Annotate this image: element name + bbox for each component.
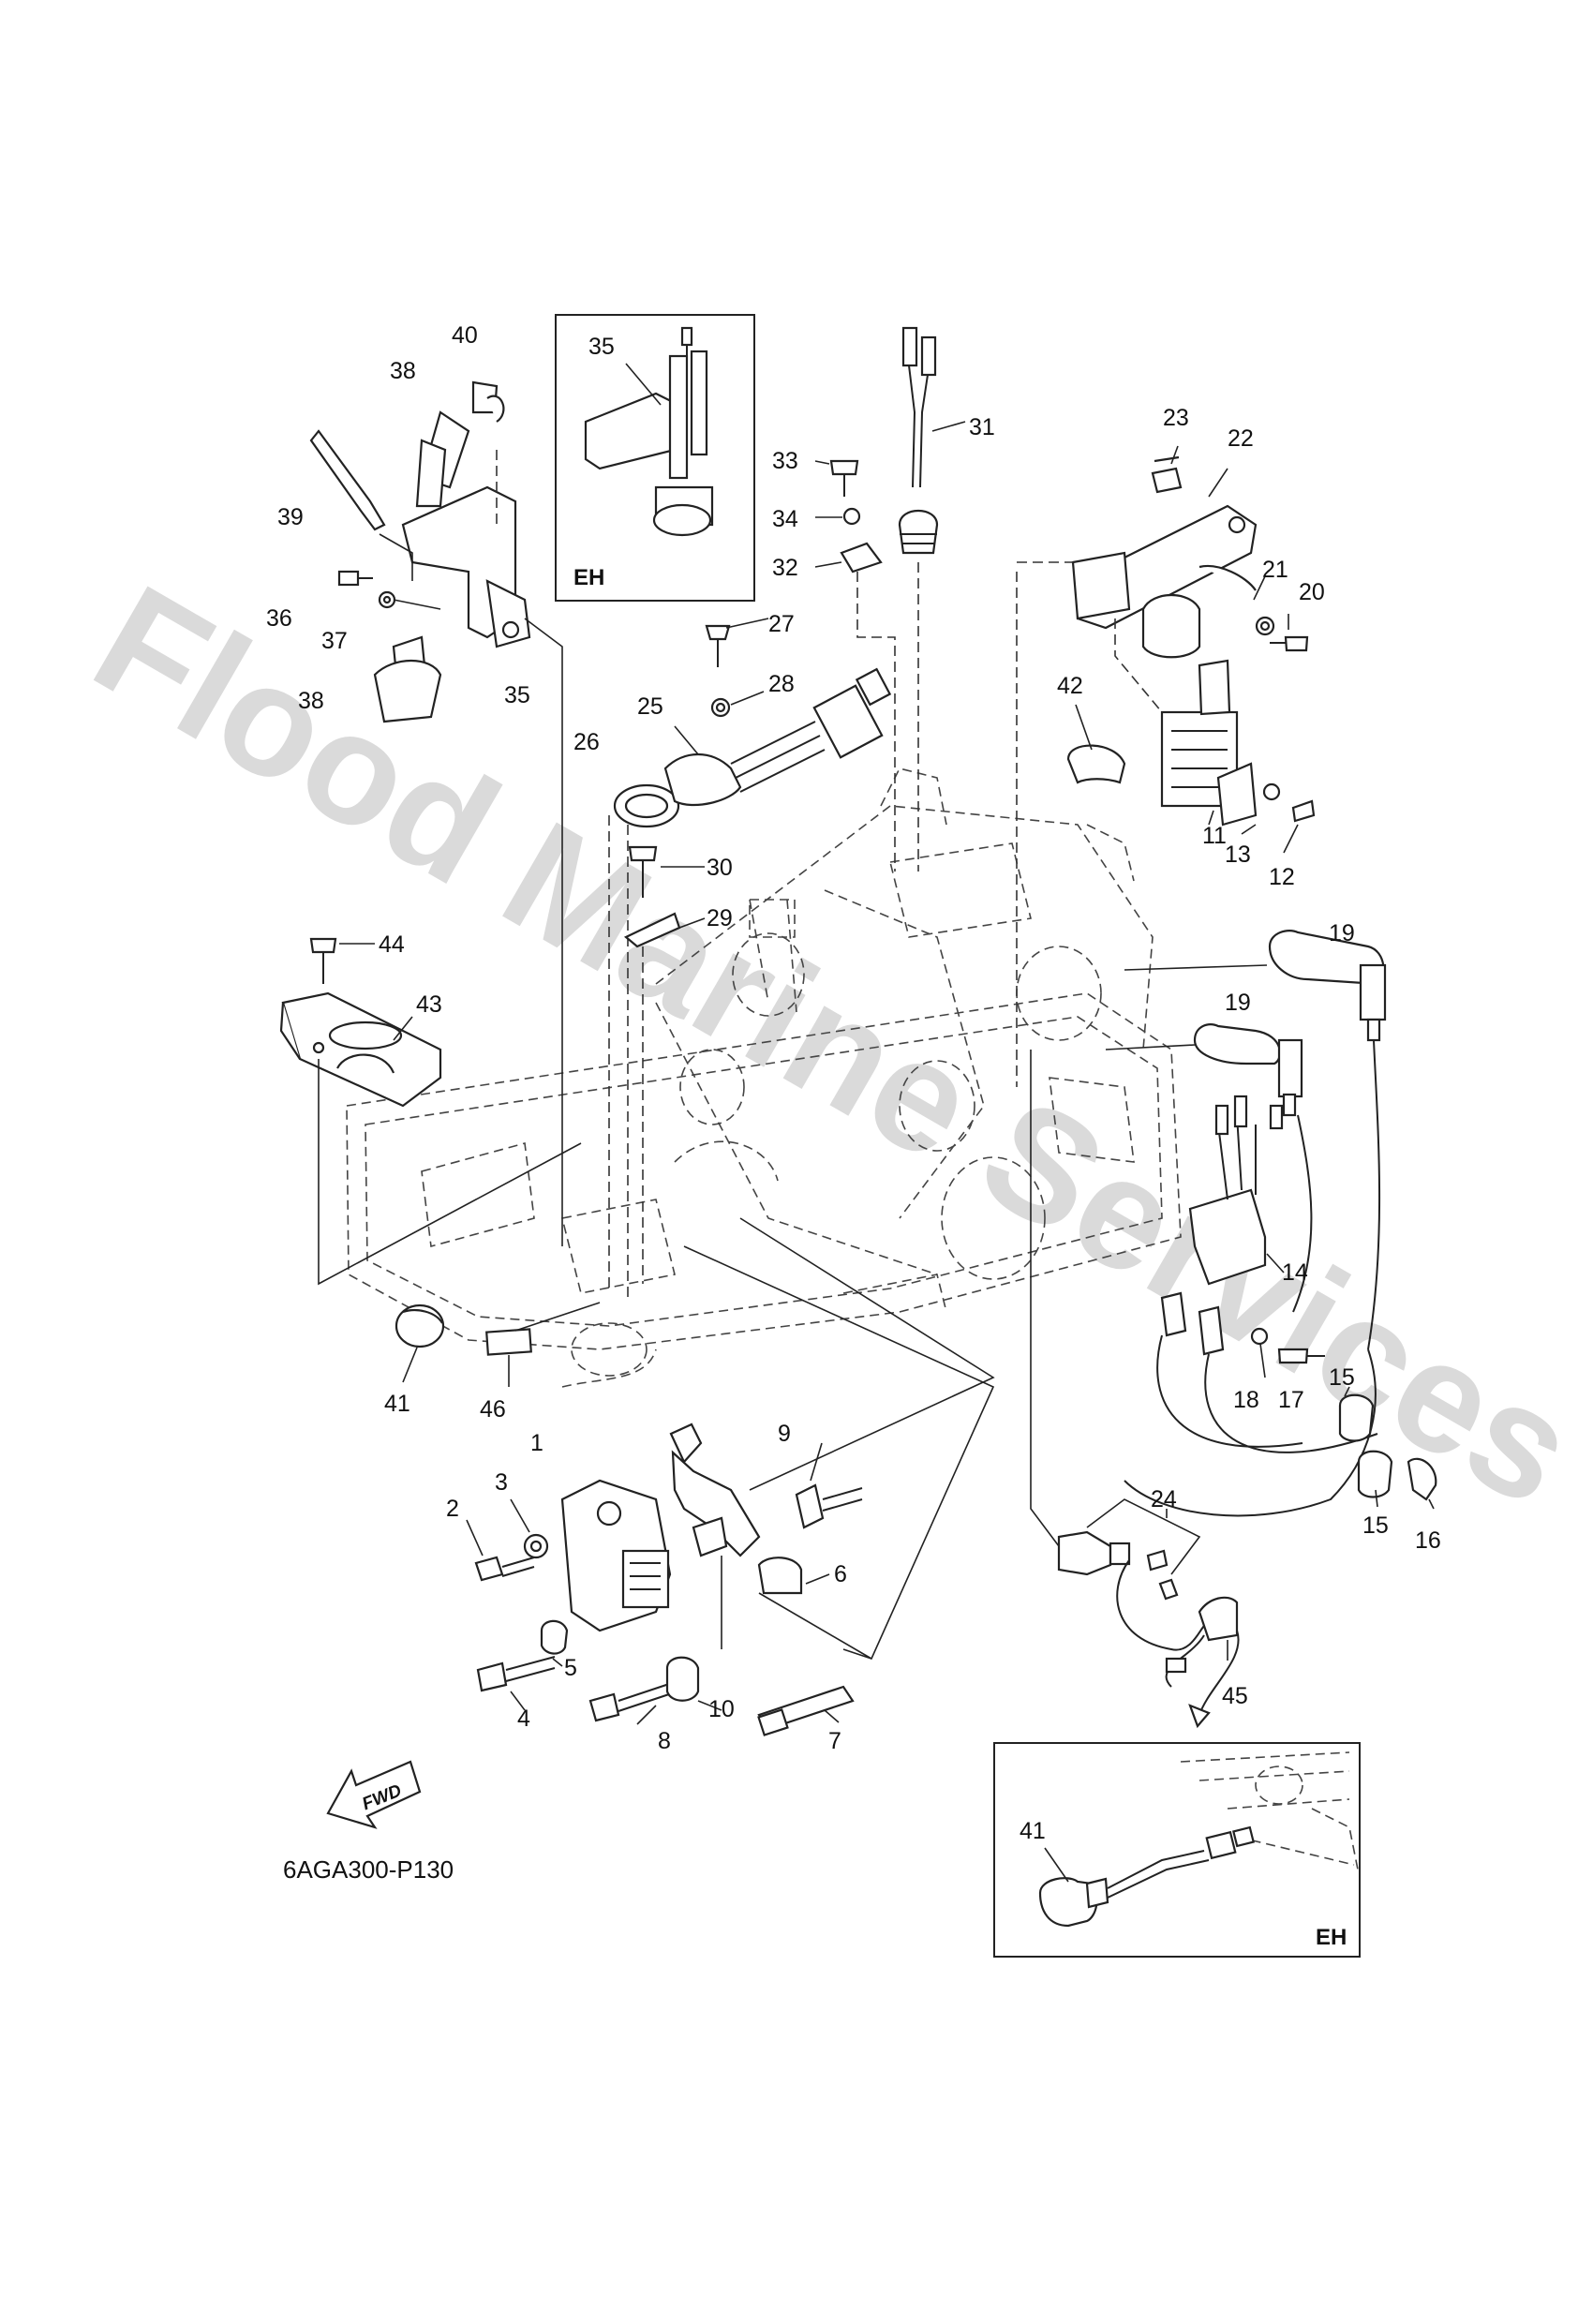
callout-27: 27	[768, 611, 795, 637]
callout-8: 8	[658, 1728, 671, 1754]
callout-38a: 38	[390, 358, 416, 384]
inset-bottom: EH 41	[993, 1742, 1361, 1958]
callout-34: 34	[772, 506, 798, 532]
inset-top: EH 35	[555, 314, 755, 602]
callout-21: 21	[1262, 557, 1288, 583]
callout-38b: 38	[298, 688, 324, 714]
callout-37: 37	[321, 628, 348, 654]
callout-16: 16	[1415, 1527, 1441, 1554]
callout-33: 33	[772, 448, 798, 474]
engine-block	[346, 767, 1182, 1388]
callout-18: 18	[1233, 1387, 1259, 1413]
callout-41: 41	[384, 1391, 410, 1417]
callout-45: 45	[1222, 1683, 1248, 1709]
ignition-coil-14	[1105, 930, 1437, 1517]
plug-41	[394, 1302, 601, 1387]
callout-19b: 19	[1225, 990, 1251, 1016]
callout-35-inset: 35	[588, 334, 615, 360]
callout-43: 43	[416, 991, 442, 1018]
callout-14: 14	[1282, 1259, 1308, 1286]
callout-28: 28	[768, 671, 795, 697]
callout-24: 24	[1151, 1486, 1177, 1512]
callout-labels: 1 2 3 4 5 6 7 8 9 10 11 12 13 14 15 15 1…	[266, 322, 1441, 1754]
callout-36: 36	[266, 605, 292, 632]
lower-sensor-assembly-1	[466, 1217, 995, 1736]
inset-top-tag: EH	[573, 565, 604, 590]
callout-40: 40	[452, 322, 478, 349]
callout-41-inset: 41	[1020, 1818, 1046, 1844]
callout-3: 3	[495, 1469, 508, 1496]
cover-plate-43	[279, 937, 582, 1286]
bracket-assembly-35	[309, 380, 563, 1246]
callout-17: 17	[1278, 1387, 1304, 1413]
callout-2: 2	[446, 1496, 459, 1522]
callout-11: 11	[1202, 823, 1227, 849]
sender-assembly-31	[814, 326, 966, 872]
callout-23: 23	[1163, 405, 1189, 431]
inset-bottom-tag: EH	[1316, 1925, 1347, 1950]
callout-20: 20	[1299, 579, 1325, 605]
coupler-assembly-25	[608, 618, 892, 1303]
callout-25: 25	[637, 693, 663, 720]
callout-39: 39	[277, 504, 304, 530]
callout-22: 22	[1228, 425, 1254, 452]
sensor-switch-24	[1030, 1050, 1240, 1729]
bolt-clamp-29-30	[623, 845, 706, 1284]
callout-12: 12	[1269, 864, 1295, 890]
callout-10: 10	[708, 1696, 735, 1722]
callout-31: 31	[969, 414, 995, 440]
rectifier-assembly-11	[1016, 445, 1316, 1087]
callout-5: 5	[564, 1655, 577, 1681]
callout-15b: 15	[1362, 1512, 1389, 1539]
callout-29: 29	[707, 905, 733, 931]
callout-42: 42	[1057, 673, 1083, 699]
callout-30: 30	[707, 855, 733, 881]
callout-15a: 15	[1329, 1364, 1355, 1391]
callout-32: 32	[772, 555, 798, 581]
callout-1: 1	[530, 1430, 543, 1456]
callout-6: 6	[834, 1561, 847, 1587]
callout-9: 9	[778, 1421, 791, 1447]
callout-19a: 19	[1329, 920, 1355, 946]
callout-4: 4	[517, 1706, 530, 1732]
callout-35: 35	[504, 682, 530, 708]
diagram-code: 6AGA300-P130	[283, 1855, 454, 1884]
callout-13: 13	[1225, 842, 1251, 868]
callout-46: 46	[480, 1396, 506, 1423]
fwd-arrow-icon: FWD	[326, 1760, 422, 1829]
callout-7: 7	[828, 1728, 841, 1754]
callout-44: 44	[379, 931, 405, 958]
callout-26: 26	[573, 729, 600, 755]
